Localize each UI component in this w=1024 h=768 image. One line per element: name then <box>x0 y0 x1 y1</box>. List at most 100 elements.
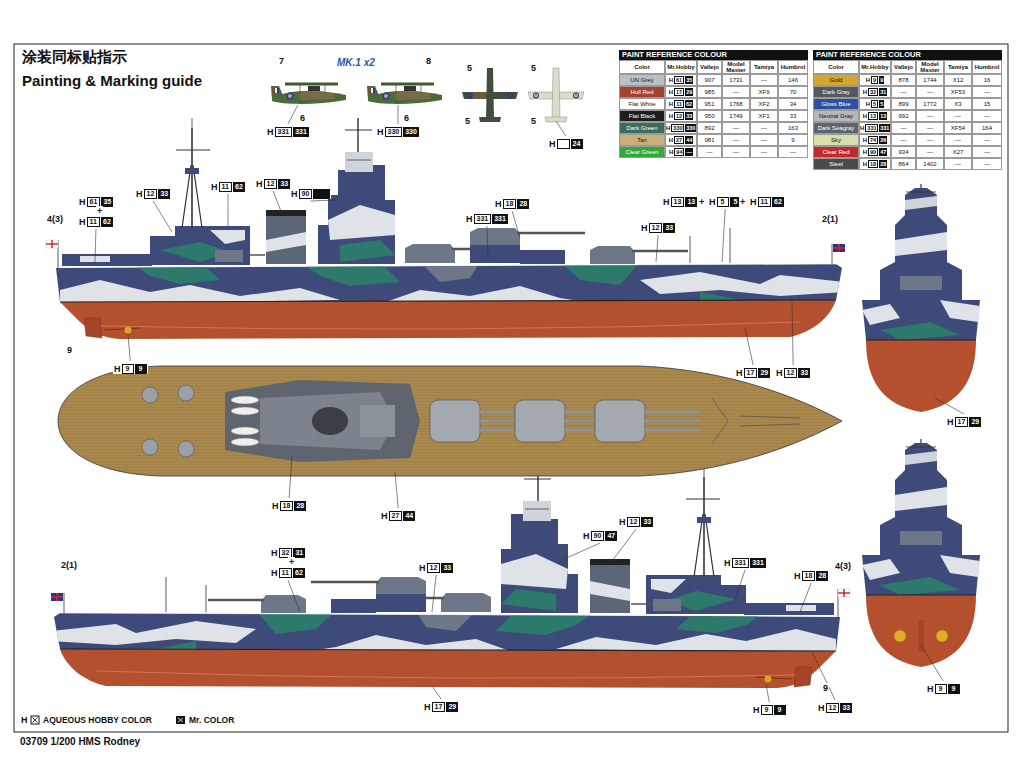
column-header: Color <box>619 60 665 74</box>
paint-code: 1402 <box>916 158 944 170</box>
mr-color-number: 28 <box>517 199 529 209</box>
mr-color-number: 5 <box>879 100 884 108</box>
paint-code: 992 <box>891 110 916 122</box>
mr-color-number: 9 <box>774 705 786 715</box>
mr-color-number: 28 <box>879 160 887 168</box>
leader-line <box>935 398 964 414</box>
aqueous-number: 17 <box>744 368 758 378</box>
fighter-plan-under-part <box>573 93 579 99</box>
color-name: Clear Green <box>619 146 665 158</box>
side-view-ship-part <box>192 118 193 128</box>
paint-code: 70 <box>778 86 808 98</box>
aqueous-number: 90 <box>591 531 605 541</box>
color-name: Dark Gray <box>813 86 859 98</box>
color-callout: H2744 <box>380 510 416 521</box>
callout-number: + <box>288 557 295 567</box>
callout-number: + <box>698 197 705 207</box>
aqueous-number: 11 <box>279 568 292 578</box>
side-view-ship-part <box>632 250 688 253</box>
paint-code: 9 <box>778 134 808 146</box>
mr-color-number: 28 <box>816 571 828 581</box>
paint-code: — <box>916 122 944 134</box>
mr-color-number: 31 <box>879 88 887 96</box>
walrus-aircraft-part <box>275 88 277 93</box>
hobby-prefix: H <box>271 548 278 558</box>
hobby-prefix: H <box>669 149 673 156</box>
side-view-ship-part <box>730 228 731 263</box>
stern-propellers-part <box>918 620 924 652</box>
callout-number: 6 <box>403 113 410 123</box>
side-view-ship-part <box>328 205 395 240</box>
mr-color-number: 47 <box>605 531 617 541</box>
column-header: Mr.Hobby <box>665 60 697 74</box>
paint-code: 1768 <box>722 98 750 110</box>
color-callout: H1828 <box>793 570 829 581</box>
aqueous-number: 5 <box>871 100 878 108</box>
aqueous-number: 17 <box>432 702 446 712</box>
color-name: Gloss Blue <box>813 98 859 110</box>
paint-code: 950 <box>697 110 722 122</box>
callout-number: 2(1) <box>821 214 839 224</box>
bow-view-ship-part <box>880 322 960 340</box>
bow-view-ship-part <box>905 196 937 210</box>
bow-view-ship-part <box>900 276 942 290</box>
side-view-ship-part <box>520 250 565 264</box>
side-view-ship-starboard <box>51 467 850 688</box>
paint-code: 892 <box>697 122 722 134</box>
hobby-prefix: H <box>381 511 388 521</box>
side-view-ship-part <box>590 246 635 264</box>
paint-code: 34 <box>778 98 808 110</box>
mr-hobby-cell: H1162 <box>665 98 697 110</box>
color-callout: H1729 <box>735 367 771 378</box>
mr-color-number: 62 <box>772 197 784 207</box>
paint-code: XF2 <box>750 98 778 110</box>
hobby-prefix: H <box>863 137 867 144</box>
color-name: UN Grey <box>619 74 665 86</box>
paint-code: XF54 <box>944 122 972 134</box>
aqueous-number: 12 <box>674 112 684 120</box>
paint-code: 1749 <box>722 110 750 122</box>
title-text: 涂装同标贴指示 <box>22 48 127 66</box>
hobby-prefix: H <box>860 125 864 132</box>
deck-plan-part <box>260 392 395 450</box>
hobby-prefix: H <box>669 77 673 84</box>
mr-color-number: 33 <box>663 223 675 233</box>
mr-color-number: 9 <box>135 364 147 374</box>
leader-line <box>812 652 835 700</box>
walrus-aircraft-part <box>300 85 301 93</box>
aqueous-number: 13 <box>671 197 685 207</box>
mr-color-number: 28 <box>294 501 306 511</box>
paint-code: — <box>972 110 1002 122</box>
callout-number: MK.1 x2 <box>336 57 376 68</box>
walrus-aircraft-part <box>289 95 291 97</box>
paint-code: — <box>972 86 1002 98</box>
column-header: Vallejo <box>697 60 722 74</box>
hobby-prefix: H <box>863 89 867 96</box>
aqueous-number: 12 <box>264 179 278 189</box>
mr-color-number: 62 <box>233 182 245 192</box>
hobby-prefix: H <box>79 197 86 207</box>
stern-propellers-part <box>894 630 906 642</box>
aqueous-number: 12 <box>784 368 798 378</box>
callout-number: 5 <box>464 116 471 126</box>
paint-code: — <box>750 134 778 146</box>
hobby-prefix: H <box>863 113 867 120</box>
bow-view-ship-part <box>862 300 980 340</box>
legend-samples-part <box>178 718 183 722</box>
bow-view-ship-part <box>866 339 976 340</box>
leader-line <box>273 191 282 214</box>
leader-line <box>512 211 520 238</box>
deck-plan-part <box>231 438 259 446</box>
column-header: Tamiya <box>944 60 972 74</box>
aqueous-number: 9 <box>935 684 947 694</box>
fighter-plan-under-part <box>533 93 539 99</box>
bow-view-ship-part <box>862 304 900 325</box>
paint-code: — <box>944 110 972 122</box>
deck-plan-part <box>231 427 259 435</box>
callout-number: + <box>96 206 103 216</box>
hobby-prefix: H <box>927 684 934 694</box>
mr-hobby-cell: H1828 <box>859 158 891 170</box>
legend-text: AQUEOUS HOBBY COLOR <box>43 715 152 725</box>
fighter-plan-top-part <box>467 93 473 99</box>
